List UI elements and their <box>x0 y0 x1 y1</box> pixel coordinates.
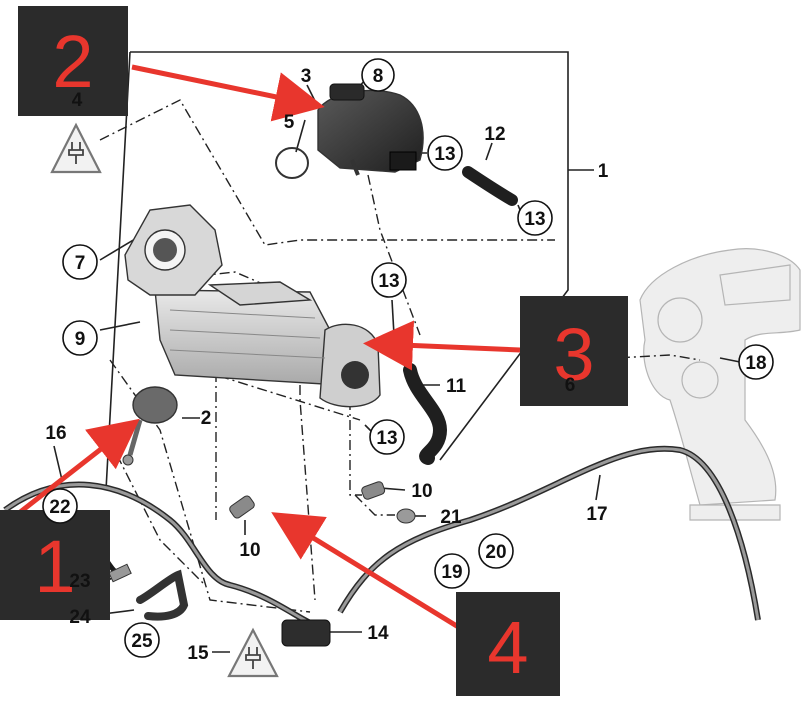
callout-2-label: 2 <box>52 20 93 103</box>
part-label-23: 23 <box>69 571 90 592</box>
part-label-5: 5 <box>284 112 295 133</box>
callout-4-label: 4 <box>487 606 528 689</box>
assembly-outline <box>105 51 569 491</box>
egr-valve-body <box>124 204 223 296</box>
part-label-9: 9 <box>75 329 86 350</box>
callout-1-label: 1 <box>34 525 75 608</box>
circled-part-numbers: 8 13 13 13 13 7 9 18 22 20 19 25 <box>42 58 774 658</box>
part-label-3: 3 <box>301 66 312 87</box>
part-label-1: 1 <box>598 161 609 182</box>
warning-electrical-icon-2 <box>227 627 279 678</box>
part-label-12: 12 <box>484 124 505 145</box>
part-label-19: 19 <box>441 562 462 583</box>
part-label-8: 8 <box>373 66 384 87</box>
callout-box-3: 3 <box>520 296 628 406</box>
part-label-13-lower: 13 <box>376 428 397 449</box>
part-label-4: 4 <box>72 90 83 111</box>
part-label-6: 6 <box>565 375 576 396</box>
part-label-22: 22 <box>49 497 70 518</box>
part-label-20: 20 <box>485 542 506 563</box>
callout-3-label: 3 <box>553 313 594 396</box>
part-label-10-left: 10 <box>239 540 260 561</box>
part-label-2: 2 <box>201 408 212 429</box>
part-label-13-middle: 13 <box>378 271 399 292</box>
plain-part-numbers: 3 4 5 12 1 6 11 2 16 10 17 21 10 23 24 1… <box>45 66 608 664</box>
red-arrows <box>8 64 521 631</box>
egr-actuator <box>317 83 424 176</box>
part-label-7: 7 <box>75 253 86 274</box>
warning-electrical-icon <box>50 122 102 174</box>
part-label-18: 18 <box>745 353 766 374</box>
part-label-16: 16 <box>45 423 66 444</box>
part-label-21: 21 <box>440 507 462 528</box>
part-label-14: 14 <box>367 623 389 644</box>
part-label-15: 15 <box>187 643 209 664</box>
intake-manifold-background <box>639 248 801 521</box>
callout-box-2: 2 <box>18 6 128 116</box>
vacuum-unit <box>122 386 178 466</box>
callout-box-4: 4 <box>456 592 560 696</box>
egr-cooler <box>154 281 381 408</box>
part-label-11: 11 <box>446 376 467 397</box>
part-label-13-right: 13 <box>524 209 545 230</box>
part-label-25: 25 <box>131 631 153 652</box>
o-ring-part-5 <box>275 147 309 179</box>
part-label-10-right: 10 <box>411 481 432 502</box>
hoses <box>3 166 761 628</box>
part-label-13-top: 13 <box>434 144 455 165</box>
callout-box-1: 1 <box>0 510 110 620</box>
part-label-24: 24 <box>69 607 91 628</box>
part-label-17: 17 <box>586 504 607 525</box>
